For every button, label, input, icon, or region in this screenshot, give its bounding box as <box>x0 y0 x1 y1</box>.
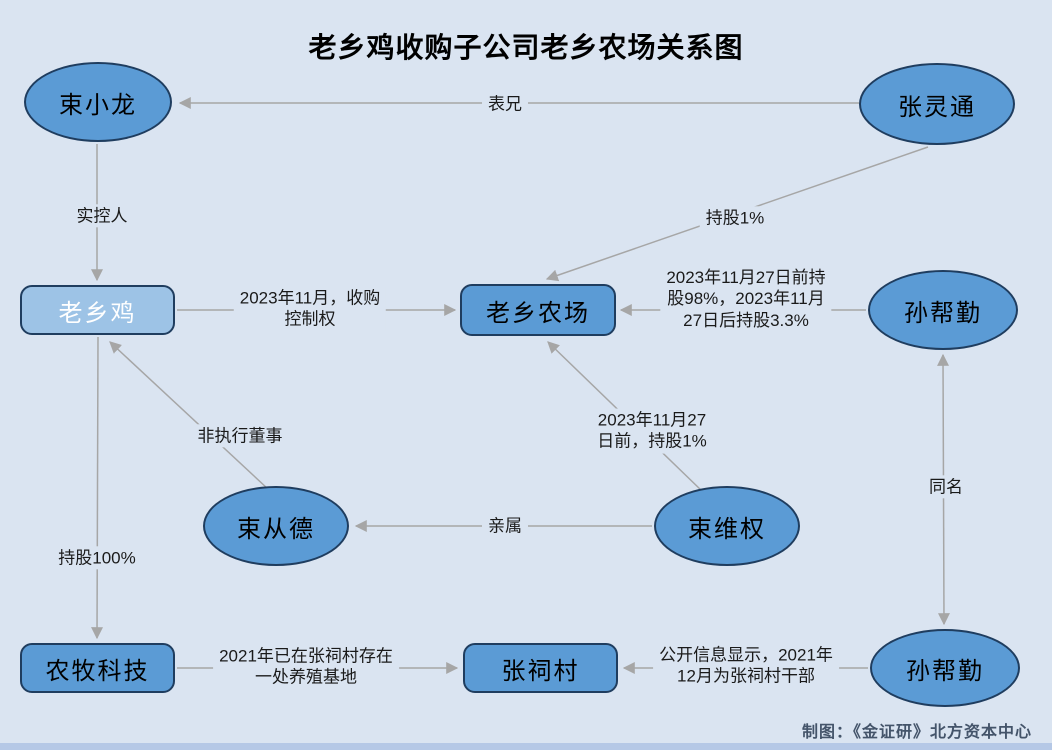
edge-label-same-name: 同名 <box>923 475 969 499</box>
edge-label-relatives: 亲属 <box>482 514 528 538</box>
edge-label-village-cadre: 公开信息显示，2021年 12月为张祠村干部 <box>653 643 839 689</box>
diagram-title: 老乡鸡收购子公司老乡农场关系图 <box>308 32 744 63</box>
edge-label-acquisition: 2023年11月，收购 控制权 <box>233 286 387 332</box>
node-sun-bangqin-upper: 孙帮勤 <box>868 270 1018 350</box>
edge-label-holds-1pct: 持股1% <box>699 206 771 230</box>
credit-line: 制图：《金证研》北方资本中心 <box>801 724 1032 741</box>
edge-label-holds-100pct: 持股100% <box>52 546 142 570</box>
edge-label-cousin: 表兄 <box>482 92 528 116</box>
node-zhang-lingtong: 张灵通 <box>859 63 1015 145</box>
edge-label-weiquan-holdings: 2023年11月27 日前，持股1% <box>591 408 713 454</box>
edge-non-exec-director-line <box>109 341 269 490</box>
edge-holds-100pct-line <box>91 336 104 640</box>
edge-label-sun-holdings: 2023年11月27日前持 股98%，2023年11月 27日后持股3.3% <box>660 265 832 333</box>
edge-label-breeding-base: 2021年已在张祠村存在 一处养殖基地 <box>213 644 399 690</box>
node-shu-xiaolong: 束小龙 <box>24 62 172 142</box>
edge-label-non-exec-director: 非执行董事 <box>191 424 289 448</box>
node-laoxiangji: 老乡鸡 <box>20 285 175 335</box>
node-zhangci-cun: 张祠村 <box>463 643 618 693</box>
node-shu-congde: 束从德 <box>203 486 349 566</box>
footer-bar <box>0 743 1052 750</box>
edge-label-actual-controller: 实控人 <box>70 204 134 228</box>
node-laoxiang-nongchang: 老乡农场 <box>460 284 616 336</box>
node-sun-bangqin-lower: 孙帮勤 <box>870 629 1020 707</box>
node-shu-weiquan: 束维权 <box>654 486 800 566</box>
node-nongmu-keji: 农牧科技 <box>20 643 175 693</box>
